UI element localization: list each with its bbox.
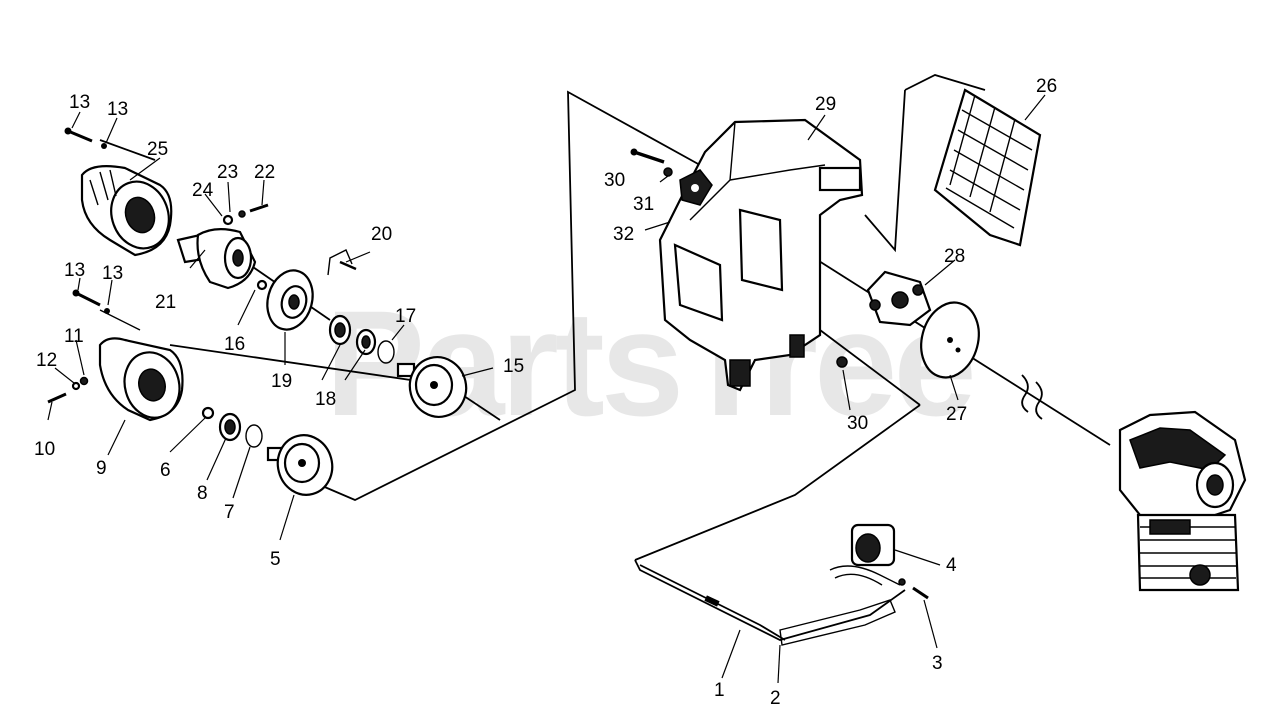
callout-24: 24	[192, 180, 214, 201]
housing-25	[80, 165, 173, 257]
disc-27	[920, 301, 980, 379]
callout-31: 30	[604, 170, 625, 191]
break-mark	[1021, 374, 1043, 420]
washer-13-lower	[104, 308, 110, 314]
callout-labels: 13 13 25 23 22 24 20 13 13 21 17 11 12 1…	[34, 76, 1057, 709]
callout-33: 32	[613, 224, 634, 245]
bearings-18	[328, 314, 377, 356]
callout-5: 5	[270, 549, 281, 570]
callout-20: 20	[371, 224, 392, 245]
washer-24	[222, 214, 234, 226]
callout-14-lower: 13	[64, 260, 85, 281]
clutch-drum-5	[266, 434, 334, 496]
callout-18: 18	[315, 389, 336, 410]
snap-ring-17	[377, 340, 395, 364]
callout-9: 9	[96, 458, 107, 479]
washer-32	[663, 167, 673, 177]
callout-17: 17	[395, 306, 416, 327]
bolt-14-upper	[64, 127, 93, 143]
ignition-module-4	[829, 523, 901, 586]
wire-1	[639, 564, 786, 641]
callout-13-lower: 13	[102, 263, 123, 284]
callout-19: 19	[271, 371, 292, 392]
callout-4: 4	[946, 555, 957, 576]
washer-13-upper	[101, 143, 107, 149]
callout-26: 26	[1036, 76, 1057, 97]
callout-7: 7	[224, 502, 235, 523]
callout-25: 25	[147, 139, 168, 160]
callout-29: 29	[815, 94, 836, 115]
leader-lines	[47, 94, 1046, 684]
nut-30	[836, 356, 848, 368]
callout-1: 1	[714, 680, 725, 701]
callout-32: 31	[633, 194, 654, 215]
plate-28	[866, 270, 932, 327]
callout-13-upper: 13	[107, 99, 128, 120]
callout-11: 11	[64, 326, 84, 347]
ring-6	[201, 406, 215, 420]
screw-22	[249, 203, 269, 213]
callout-30: 30	[847, 413, 868, 434]
bolt-14-lower	[72, 289, 101, 307]
housing-9	[98, 337, 184, 422]
assembly-lines	[99, 74, 1111, 641]
callout-23: 23	[217, 162, 238, 183]
callout-28: 28	[944, 246, 965, 267]
bracket-2	[779, 599, 896, 646]
callout-21: 21	[155, 292, 176, 313]
callout-2: 2	[770, 688, 781, 709]
callout-22: 22	[254, 162, 275, 183]
callout-14-upper: 13	[69, 92, 90, 113]
clutch-drum-15	[396, 356, 468, 418]
muffler-guard-26	[933, 88, 1042, 247]
bearing-8	[218, 412, 242, 442]
washer-23	[238, 210, 246, 218]
callout-10: 10	[34, 439, 55, 460]
callout-27: 27	[946, 404, 967, 425]
screw-3	[898, 578, 929, 600]
screw-10	[47, 392, 67, 404]
engine-cover-29	[658, 118, 864, 392]
callout-6: 6	[160, 460, 171, 481]
callout-8: 8	[197, 483, 208, 504]
washer-11	[79, 376, 89, 386]
callout-16: 16	[224, 334, 245, 355]
washer-12	[71, 381, 81, 391]
callout-3: 3	[932, 653, 943, 674]
snap-ring-7	[245, 424, 263, 448]
ring-16	[256, 279, 268, 291]
screws-20	[327, 249, 357, 276]
drive-shaft-21	[176, 228, 257, 290]
engine-cylinder	[1118, 410, 1247, 592]
screw-31	[630, 148, 665, 164]
clutch-plate-19	[266, 269, 314, 331]
callout-15: 15	[503, 356, 524, 377]
callout-12: 12	[36, 350, 57, 371]
